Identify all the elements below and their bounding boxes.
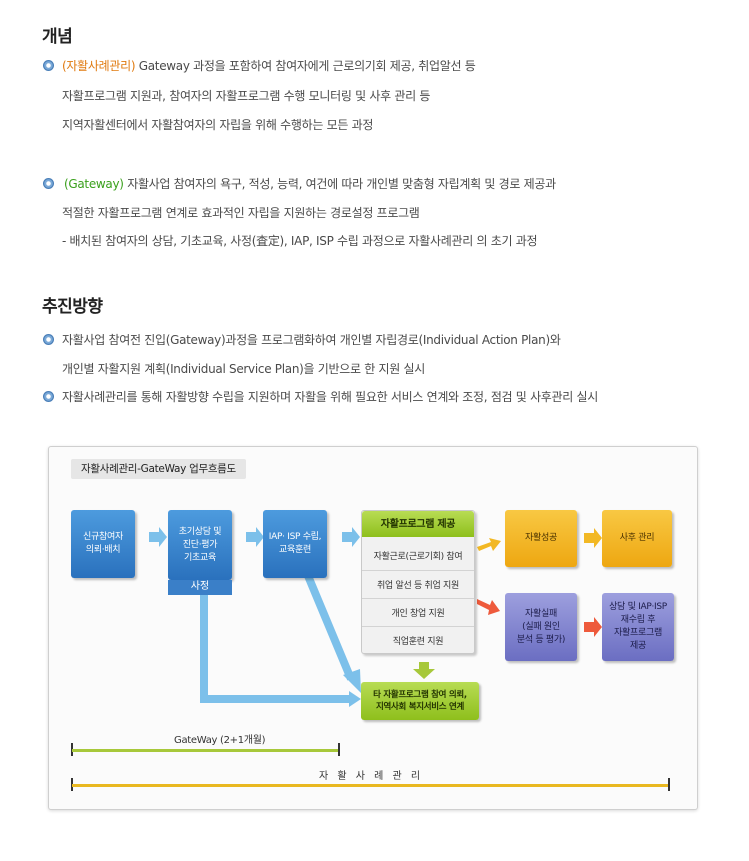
connector-iap [297, 557, 355, 681]
arrow-down-icon [343, 669, 361, 693]
tick [338, 743, 340, 756]
bullet-icon [43, 391, 54, 402]
text: Gateway 과정을 포함하여 참여자에게 근로의기회 제공, 취업알선 등 [138, 59, 476, 73]
bullet-icon [43, 178, 54, 189]
program-row: 직업훈련 지원 [362, 626, 474, 653]
box-label: 타 자활프로그램 참여 의뢰, 지역사회 복지서비스 연계 [373, 690, 467, 712]
bullet-icon [43, 334, 54, 345]
tick [668, 778, 670, 791]
box-replan: 상담 및 IAP·ISP 재수립 후 자활프로그램 제공 [602, 593, 674, 661]
gateway-bar-label: GateWay (2+1개월) [174, 735, 266, 746]
box-label: 신규참여자 의뢰·배치 [83, 532, 123, 555]
workflow-diagram: 자활사례관리-GateWay 업무흐름도 신규참여자 의뢰·배치 초기상담 및 … [48, 446, 698, 810]
box-iap-isp: IAP· ISP 수립, 교육훈련 [263, 510, 327, 578]
direction-item-1-line-1: 자활사업 참여전 진입(Gateway)과정을 프로그램화하여 개인별 자립경로… [62, 333, 561, 347]
box-label: 자활실패 (실패 원인 분석 등 평가) [516, 608, 566, 645]
heading-direction: 추진방향 [42, 297, 103, 317]
arrow-right-icon [477, 599, 500, 615]
panel-program: 자활프로그램 제공 자활근로(근로기회) 참여 취업 알선 등 취업 지원 개인… [361, 510, 475, 654]
gateway-bar [72, 749, 338, 752]
label-case-management: (자활사례관리) [62, 59, 136, 73]
diagram-title: 자활사례관리-GateWay 업무흐름도 [71, 459, 246, 479]
concept-item-1-line-3: 지역자활센터에서 자활참여자의 자립을 위해 수행하는 모든 과정 [62, 118, 374, 132]
text: 자활사업 참여자의 욕구, 적성, 능력, 여건에 따라 개인별 맞춤형 자립계… [127, 177, 556, 191]
arrow-right-icon [477, 538, 501, 551]
box-new-participant: 신규참여자 의뢰·배치 [71, 510, 135, 578]
program-row: 취업 알선 등 취업 지원 [362, 570, 474, 597]
box-initial-counseling: 초기상담 및 진단·평가 기초교육 [168, 510, 232, 580]
box-failure: 자활실패 (실패 원인 분석 등 평가) [505, 593, 577, 661]
box-other-link: 타 자활프로그램 참여 의뢰, 지역사회 복지서비스 연계 [361, 682, 479, 720]
direction-item-1-line-2: 개인별 자활지원 계획(Individual Service Plan)을 기반… [62, 362, 425, 376]
connector-sajeong [200, 595, 349, 703]
arrow-down-icon [413, 662, 435, 679]
box-aftercare: 사후 관리 [602, 510, 672, 567]
case-bar-label: 자 활 사 례 관 리 [319, 771, 424, 782]
arrow-right-icon [246, 527, 264, 547]
arrow-right-icon [349, 691, 361, 707]
box-success: 자활성공 [505, 510, 577, 567]
concept-item-2-line-2: 적절한 자활프로그램 연계로 효과적인 자립을 지원하는 경로설정 프로그램 [62, 206, 420, 220]
arrow-right-icon [584, 617, 602, 637]
concept-item-2-line-3: - 배치된 참여자의 상담, 기초교육, 사정(査定), IAP, ISP 수립… [62, 234, 538, 248]
program-row: 개인 창업 지원 [362, 598, 474, 625]
label-gateway: (Gateway) [64, 177, 124, 191]
arrow-right-icon [584, 528, 602, 548]
box-label: 상담 및 IAP·ISP 재수립 후 자활프로그램 제공 [609, 602, 667, 651]
tag-assessment: 사정 [168, 580, 232, 595]
flow-arrows [149, 527, 602, 707]
arrow-right-icon [149, 527, 167, 547]
case-management-bar [72, 784, 668, 787]
concept-item-2-line-1: (Gateway) 자활사업 참여자의 욕구, 적성, 능력, 여건에 따라 개… [64, 175, 556, 192]
concept-item-1-line-2: 자활프로그램 지원과, 참여자의 자활프로그램 수행 모니터링 및 사후 관리 … [62, 89, 431, 103]
box-label: 초기상담 및 진단·평가 기초교육 [178, 526, 222, 563]
concept-item-1-line-1: (자활사례관리) Gateway 과정을 포함하여 참여자에게 근로의기회 제공… [62, 57, 476, 74]
heading-concept: 개념 [42, 27, 73, 47]
program-header: 자활프로그램 제공 [362, 511, 474, 537]
direction-item-2-line-1: 자활사례관리를 통해 자활방향 수립을 지원하며 자활을 위해 필요한 서비스 … [62, 390, 599, 404]
arrow-right-icon [342, 527, 360, 547]
box-label: IAP· ISP 수립, 교육훈련 [268, 532, 322, 555]
program-row: 자활근로(근로기회) 참여 [373, 552, 463, 562]
bullet-icon [43, 60, 54, 71]
